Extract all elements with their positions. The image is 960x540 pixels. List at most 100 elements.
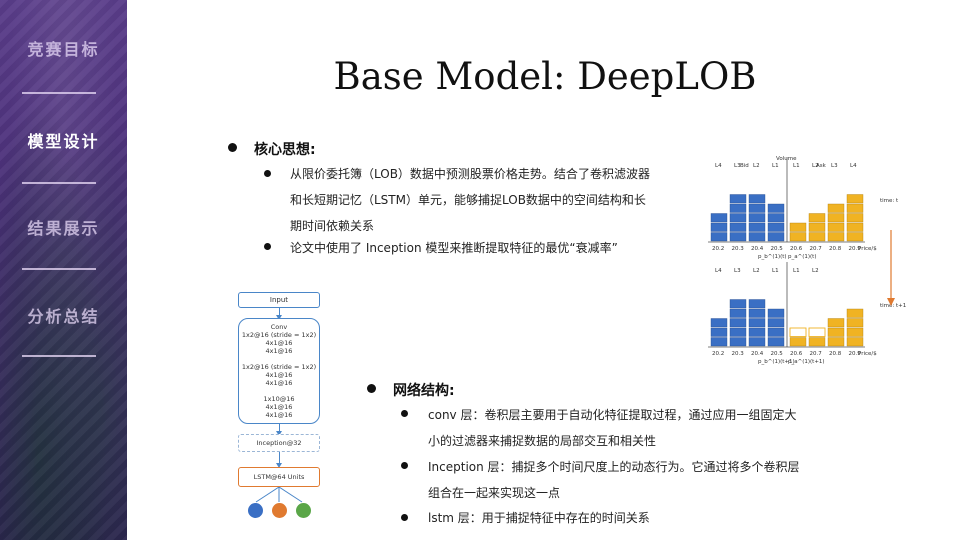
- spacer: [239, 387, 319, 395]
- level-label: L4: [715, 268, 722, 274]
- bid-volume-block: [748, 337, 766, 347]
- core-idea-point-2: 论文中使用了 Inception 模型来推断提取特征的最优“衰减率”: [290, 235, 710, 261]
- price-tick-label: 20.8: [829, 351, 842, 357]
- ask-volume-block: [789, 232, 807, 242]
- text-line: conv 层：卷积层主要用于自动化特征提取过程，通过应用一组固定大: [428, 408, 797, 422]
- level-label: L2: [812, 268, 819, 274]
- price-tick-label: 20.4: [751, 246, 764, 252]
- ask-volume-block: [846, 327, 864, 337]
- price-tick-label: 20.7: [810, 351, 823, 357]
- ask-volume-block: [827, 337, 845, 347]
- bullet-dot: [228, 143, 237, 152]
- bullet-dot: [401, 514, 408, 521]
- ask-volume-block: [846, 308, 864, 318]
- ask-volume-block: [846, 232, 864, 242]
- ask-volume-block: [808, 213, 826, 223]
- nav-divider: [22, 182, 96, 184]
- bid-volume-block: [729, 232, 747, 242]
- bid-volume-block: [767, 337, 785, 347]
- price-axis-label: Price/$: [858, 246, 877, 252]
- core-idea-point-1: 从限价委托簿（LOB）数据中预测股票价格走势。结合了卷积滤波器 和长短期记忆（L…: [290, 161, 710, 239]
- bid-volume-block: [767, 232, 785, 242]
- conv-line: 4x1@16: [265, 339, 293, 347]
- bid-volume-block: [729, 203, 747, 213]
- ask-volume-block: [827, 213, 845, 223]
- price-tick-label: 20.7: [810, 246, 823, 252]
- ask-volume-block: [827, 222, 845, 232]
- conv-line: 4x1@16: [265, 371, 293, 379]
- conv-line: 1x2@16 (stride = 1x2): [241, 331, 317, 339]
- bullet-dot: [401, 410, 408, 417]
- bullet-dot: [367, 384, 376, 393]
- ask-volume-block: [846, 203, 864, 213]
- bid-volume-block: [748, 318, 766, 328]
- conv-line: 4x1@16: [265, 403, 293, 411]
- ask-volume-block: [827, 203, 845, 213]
- sidebar-item-goal[interactable]: 竞赛目标: [27, 40, 100, 59]
- bid-volume-block: [767, 327, 785, 337]
- text-line: lstm 层：用于捕捉特征中存在的时间关系: [428, 511, 650, 525]
- ask-volume-block: [808, 232, 826, 242]
- output-node-down: [248, 503, 263, 518]
- best-bid-label: p_b^(1)(t+1): [758, 359, 795, 365]
- bid-volume-block: [748, 308, 766, 318]
- price-tick-label: 20.5: [771, 246, 784, 252]
- price-tick-label: 20.4: [751, 351, 764, 357]
- bid-volume-block: [767, 318, 785, 328]
- ask-volume-block: [846, 213, 864, 223]
- bid-volume-block: [748, 203, 766, 213]
- ask-volume-block: [808, 337, 826, 347]
- network-point-lstm: lstm 层：用于捕捉特征中存在的时间关系: [428, 505, 858, 531]
- text-line: 小的过滤器来捕捉数据的局部交互和相关性: [428, 434, 657, 448]
- core-idea-heading: 核心思想:: [254, 142, 316, 158]
- level-label: L2: [753, 163, 760, 169]
- level-label: L3: [734, 163, 741, 169]
- bid-volume-block: [729, 308, 747, 318]
- sidebar: 竞赛目标 模型设计 结果展示 分析总结: [0, 0, 127, 540]
- bid-volume-block: [729, 299, 747, 309]
- price-tick-label: 20.6: [790, 246, 803, 252]
- conv-line: 1x2@16 (stride = 1x2): [241, 363, 317, 371]
- arrow: [276, 452, 282, 468]
- price-tick-label: 20.6: [790, 351, 803, 357]
- best-ask-label: p_a^(1)(t): [788, 254, 816, 260]
- bid-volume-block: [767, 222, 785, 232]
- nav-divider: [22, 268, 96, 270]
- sidebar-item-results[interactable]: 结果展示: [27, 219, 100, 238]
- arrow: [276, 308, 282, 320]
- price-tick-label: 20.3: [732, 351, 745, 357]
- bid-volume-block: [748, 232, 766, 242]
- sidebar-item-model-design[interactable]: 模型设计: [27, 132, 100, 151]
- bid-volume-block: [729, 337, 747, 347]
- bid-volume-block: [748, 299, 766, 309]
- text-line: 期时间依赖关系: [290, 219, 375, 233]
- input-box: Input: [238, 292, 320, 308]
- conv-line: 1x10@16: [263, 395, 295, 403]
- time-label: time: t: [880, 198, 899, 204]
- ask-volume-block: [789, 222, 807, 232]
- price-tick-label: 20.5: [771, 351, 784, 357]
- ask-volume-block: [808, 222, 826, 232]
- lstm-box: LSTM@64 Units: [238, 467, 320, 487]
- conv-block: Conv 1x2@16 (stride = 1x2) 4x1@16 4x1@16…: [238, 318, 320, 424]
- price-tick-label: 20.2: [712, 246, 724, 252]
- conv-line: 4x1@16: [265, 411, 293, 419]
- ask-volume-block: [789, 327, 807, 337]
- price-tick-label: 20.9: [849, 351, 862, 357]
- ask-volume-block: [846, 222, 864, 232]
- bullet-dot: [401, 462, 408, 469]
- bid-volume-block: [767, 213, 785, 223]
- ask-volume-block: [827, 327, 845, 337]
- conv-title: Conv: [270, 323, 288, 331]
- text-line: 组合在一起来实现这一点: [428, 486, 561, 500]
- ask-volume-block: [789, 337, 807, 347]
- spacer: [239, 355, 319, 363]
- text-line: 论文中使用了 Inception 模型来推断提取特征的最优“衰减率”: [290, 241, 618, 255]
- best-bid-label: p_b^(1)(t): [758, 254, 787, 260]
- level-label: L2: [753, 268, 760, 274]
- level-label: L2: [812, 163, 819, 169]
- price-tick-label: 20.8: [829, 246, 842, 252]
- bid-volume-block: [748, 327, 766, 337]
- sidebar-item-summary[interactable]: 分析总结: [27, 307, 100, 326]
- text-line: 从限价委托簿（LOB）数据中预测股票价格走势。结合了卷积滤波器: [290, 167, 650, 181]
